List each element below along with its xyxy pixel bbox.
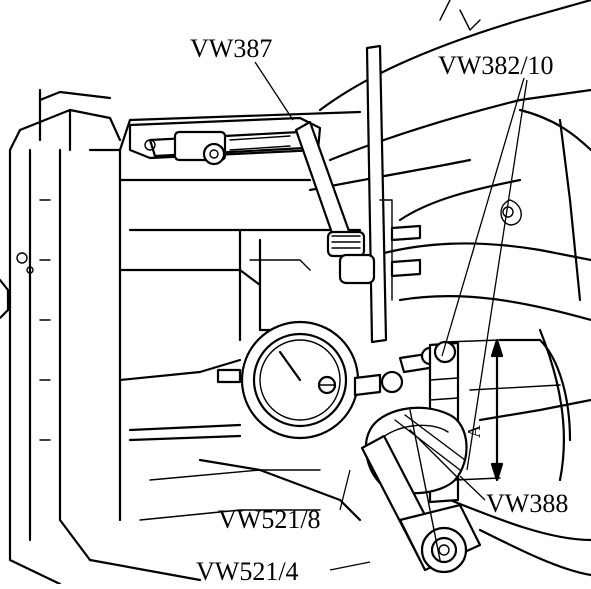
dial-gauge-stand <box>294 44 422 344</box>
label-vw521-8: VW521/8 <box>218 505 321 534</box>
dimension-a: A <box>444 338 504 482</box>
label-vw382-10: VW382/10 <box>438 51 554 80</box>
label-vw388: VW388 <box>486 489 568 518</box>
vw387-bracket <box>128 116 322 166</box>
label-vw521-4: VW521/4 <box>196 557 299 584</box>
dial-gauge <box>216 320 444 440</box>
label-vw387: VW387 <box>190 34 272 63</box>
vw521-arm <box>360 409 482 574</box>
housing-outline <box>0 88 362 586</box>
leader-lines <box>254 61 528 571</box>
dimension-a-label: A <box>464 425 484 438</box>
